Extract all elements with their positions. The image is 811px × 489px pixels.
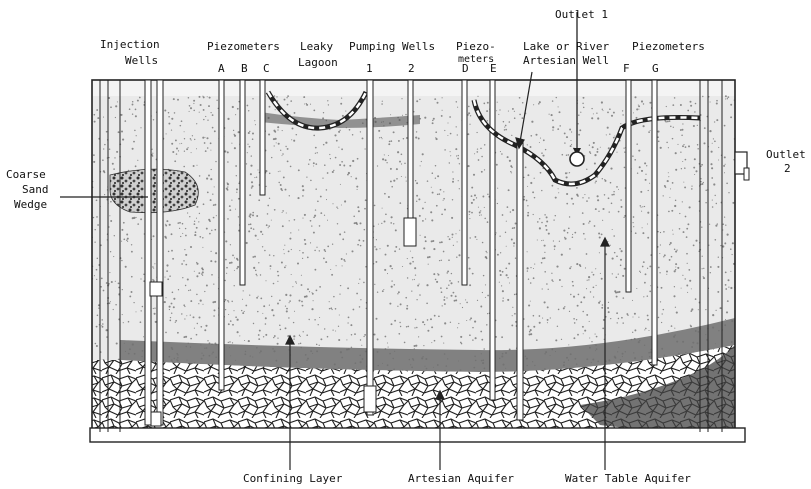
outlet-2-label-2: 2 [784, 162, 791, 175]
piezometers-left-label: Piezometers [207, 40, 280, 53]
pumping-well-1-number: 1 [366, 62, 373, 75]
coarse-sand-label-3: Wedge [14, 198, 47, 211]
confining-layer-label: Confining Layer [243, 472, 343, 485]
water-table-aquifer-label: Water Table Aquifer [565, 472, 691, 485]
piezometers-right-label: Piezometers [632, 40, 705, 53]
leaky-lagoon-label-1: Leaky [300, 40, 333, 53]
letter-c: C [263, 62, 270, 75]
letter-b: B [241, 62, 248, 75]
injection-wells-label-1: Injection [100, 38, 160, 51]
outlet-2-label-1: Outlet [766, 148, 806, 161]
coarse-sand-label-1: Coarse [6, 168, 46, 181]
artesian-aquifer-label: Artesian Aquifer [408, 472, 514, 485]
leaky-lagoon-label-2: Lagoon [298, 56, 338, 69]
pumping-well-2-number: 2 [408, 62, 415, 75]
outlet-1-label: Outlet 1 [555, 8, 608, 21]
artesian-well [517, 140, 523, 420]
letter-e: E [490, 62, 497, 75]
coarse-sand-wedge [110, 169, 198, 213]
letter-g: G [652, 62, 659, 75]
pumping-wells-label: Pumping Wells [349, 40, 435, 53]
letter-d: D [462, 62, 469, 75]
outlet-1-fitting [570, 152, 584, 166]
outlet-2-fitting [735, 152, 749, 180]
injection-wells-label-2: Wells [125, 54, 158, 67]
letter-a: A [218, 62, 225, 75]
lake-river-label: Lake or River [523, 40, 609, 53]
tank-base [90, 428, 745, 442]
coarse-sand-label-2: Sand [22, 183, 49, 196]
letter-f: F [623, 62, 630, 75]
artesian-well-label: Artesian Well [523, 54, 609, 67]
piezometers-mid-label-1: Piezo- [456, 40, 496, 53]
